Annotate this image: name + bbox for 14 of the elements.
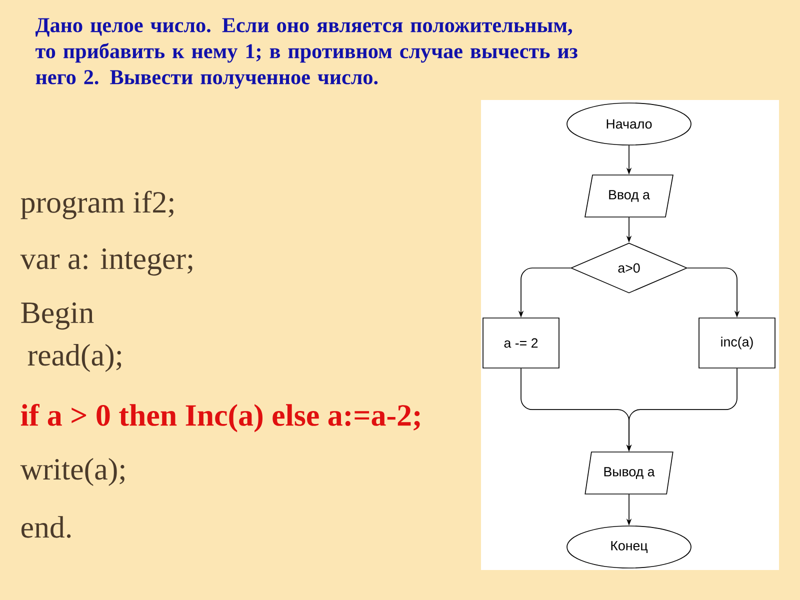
code-line: if a > 0 then Inc(a) else a:=a-2; <box>20 404 420 432</box>
title: Дано целое число. Если оно является положительным, то прибавить к нему 1; в противном случае вычесть из него 2. Вывести полученное число. <box>35 18 578 89</box>
process-box: a -= 2 <box>482 318 560 368</box>
code-line: end. <box>22 516 71 538</box>
input-parallelogram: Ввод а <box>584 174 674 218</box>
output-parallelogram: Вывод а <box>584 452 674 494</box>
process-box: inc(a) <box>698 318 776 368</box>
code-line: write(a); <box>20 458 124 486</box>
code-line: var a: integer; <box>20 248 192 276</box>
code-line: read(a); <box>28 344 122 372</box>
code-line: Begin <box>21 302 94 330</box>
code-line: program if2; <box>20 190 174 220</box>
terminal-oval: Конец <box>566 526 692 568</box>
terminal-oval: Начало <box>566 102 692 146</box>
